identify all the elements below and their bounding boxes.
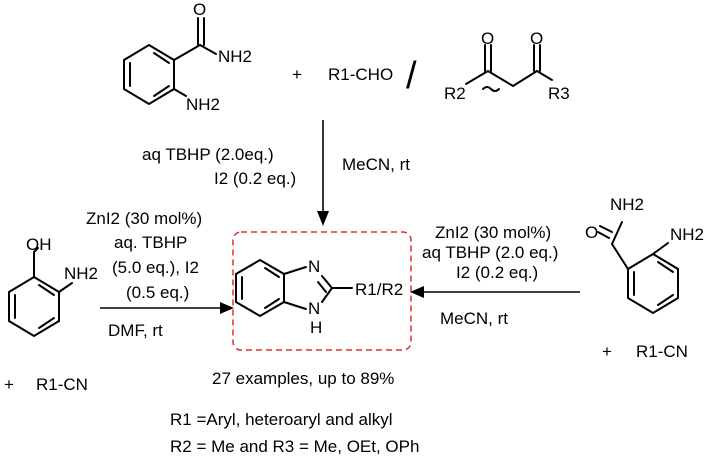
top-cond-solvent: MeCN, rt — [342, 155, 410, 174]
left-cond-solvent: DMF, rt — [108, 321, 163, 340]
ring-n-label: N — [308, 257, 320, 276]
top-cond-1: aq TBHP (2.0eq.) — [142, 145, 274, 164]
carbonyl-o-top: O — [193, 0, 206, 19]
ring-h-label: H — [310, 318, 322, 337]
diketone-o-left: O — [481, 29, 494, 48]
aminobenzamide-top: O NH2 NH2 — [123, 0, 252, 114]
diketone: R2 O O R3 — [444, 29, 570, 103]
product-highlight-box — [232, 231, 412, 351]
r2-r3-definition: R2 = Me and R3 = Me, OEt, OPh — [170, 437, 419, 456]
right-cond-1: ZnI2 (30 mol%) — [435, 223, 551, 242]
left-cond-2: aq. TBHP — [114, 233, 187, 252]
diketone-o-right: O — [530, 29, 543, 48]
left-cond-4: (0.5 eq.) — [126, 283, 189, 302]
left-arrow — [100, 302, 234, 314]
left-cond-1: ZnI2 (30 mol%) — [86, 209, 202, 228]
right-arrow — [410, 286, 580, 298]
separator-slash: / — [406, 55, 417, 97]
aminobenzyl-alcohol: OH NH2 — [8, 235, 98, 338]
amide-nh2-top: NH2 — [218, 47, 252, 66]
plus-right: + — [602, 342, 612, 361]
amine-nh2-top: NH2 — [186, 95, 220, 114]
examples-summary: 27 examples, up to 89% — [212, 369, 394, 388]
aminobenzamide-right — [597, 221, 679, 315]
left-amine-label: NH2 — [64, 264, 98, 283]
plus-left: + — [4, 375, 14, 394]
diketone-r3: R3 — [548, 84, 570, 103]
right-amine-nh2: NH2 — [670, 225, 704, 244]
right-nitrile: R1-CN — [636, 342, 688, 361]
plus-top: + — [292, 65, 302, 84]
right-amide-nh2: NH2 — [610, 195, 644, 214]
top-cond-2: I2 (0.2 eq.) — [214, 169, 296, 188]
benzimidazole-product — [235, 258, 353, 318]
ring-nh-label: N — [308, 299, 320, 318]
hydroxyl-label: OH — [26, 235, 52, 254]
r1-definition: R1 =Aryl, heteroaryl and alkyl — [170, 410, 393, 429]
left-nitrile: R1-CN — [36, 375, 88, 394]
right-cond-3: I2 (0.2 eq.) — [456, 263, 538, 282]
diketone-r2: R2 — [444, 84, 466, 103]
top-arrow — [317, 120, 329, 226]
right-cond-2: aq TBHP (2.0 eq.) — [422, 243, 558, 262]
right-cond-solvent: MeCN, rt — [440, 309, 508, 328]
left-cond-3: (5.0 eq.), I2 — [112, 258, 199, 277]
product-substituent: R1/R2 — [355, 280, 403, 299]
right-carbonyl-o: O — [585, 223, 598, 242]
aldehyde-label: R1-CHO — [328, 65, 393, 84]
